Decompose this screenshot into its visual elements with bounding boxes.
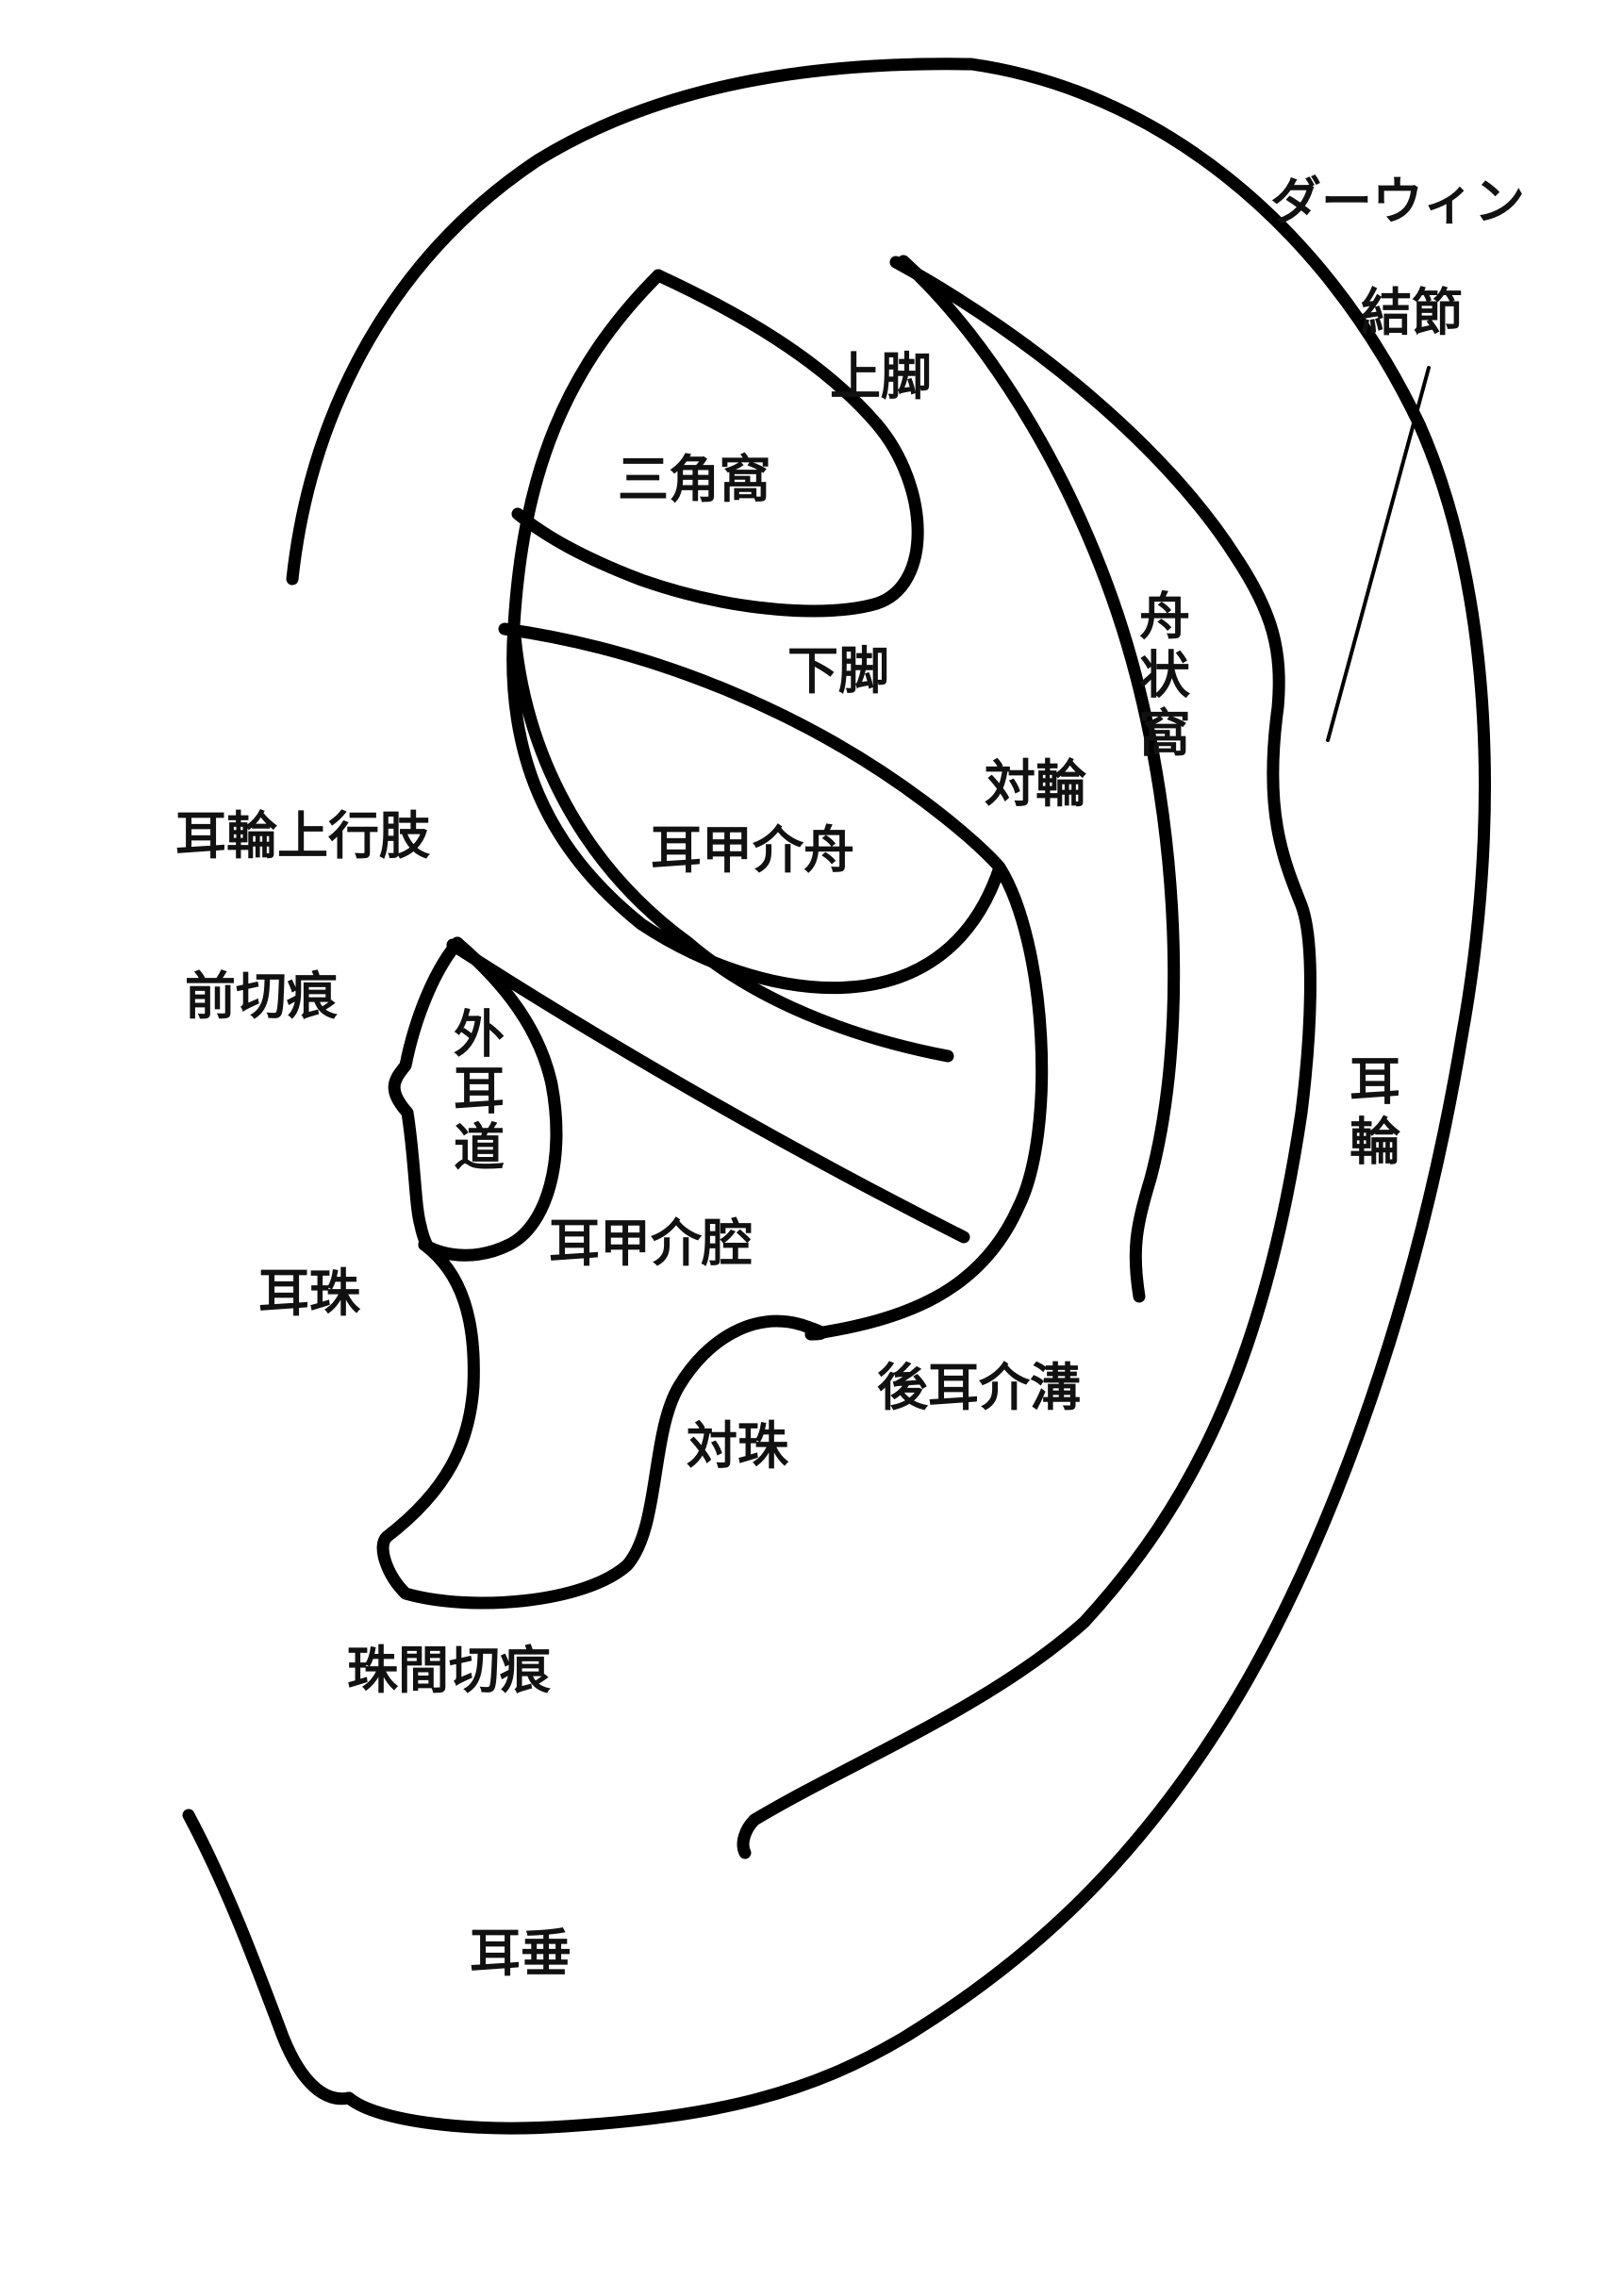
tragus-outline <box>388 936 464 1251</box>
label-darwin-line2: 結節 <box>1361 283 1463 342</box>
helix-crus-lower-line <box>446 938 970 1244</box>
outer-helix-upper-line <box>286 58 1491 2135</box>
label-posterior-auricular-groove: 後耳介溝 <box>877 1358 1081 1417</box>
label-earlobe: 耳垂 <box>470 1924 571 1983</box>
helix-inner-line <box>737 256 1317 1859</box>
tragus-lower-outline <box>376 1238 828 1610</box>
external-canal-outline <box>418 936 563 1262</box>
label-superior-crus: 上脚 <box>830 347 932 406</box>
label-triangular-fossa: 三角窩 <box>618 450 770 509</box>
antihelix-outer-line <box>897 255 1181 1303</box>
crus-of-helix-line <box>507 619 954 1063</box>
label-darwin-line1: ダーウィン <box>1270 172 1525 231</box>
label-antitragus: 対珠 <box>687 1416 789 1476</box>
label-anterior-notch: 前切痕 <box>185 966 339 1026</box>
concha-outer-boundary <box>506 269 1049 1341</box>
label-cavum-conchae: 耳甲介腔 <box>549 1214 753 1273</box>
label-external-canal: 外耳道 <box>445 1007 505 1177</box>
label-helix: 耳輪 <box>1341 1054 1400 1175</box>
superior-crus-line <box>511 269 924 618</box>
darwin-leader-line <box>1326 366 1431 742</box>
label-ascending-helix: 耳輪上行肢 <box>175 806 431 866</box>
label-cymba-conchae: 耳甲介舟 <box>651 820 854 880</box>
label-intertragic-notch: 珠間切痕 <box>347 1641 552 1700</box>
label-antihelix: 対輪 <box>985 754 1086 814</box>
label-inferior-crus: 下脚 <box>787 641 889 701</box>
label-tragus: 耳珠 <box>258 1264 361 1323</box>
inferior-crus-line <box>498 622 1006 874</box>
label-scapha: 舟状窩 <box>1131 589 1190 765</box>
earlobe-outline <box>182 1809 356 2106</box>
